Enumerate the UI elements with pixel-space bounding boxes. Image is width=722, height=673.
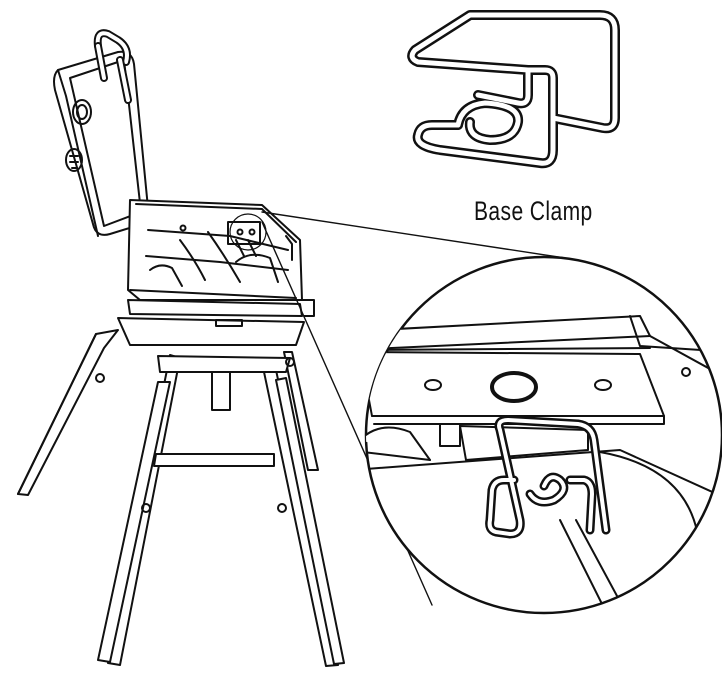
grill-illustration xyxy=(17,29,345,667)
grill-lid xyxy=(53,29,150,237)
base-clamp-label: Base Clamp xyxy=(474,196,593,226)
grill-legs xyxy=(17,329,345,667)
detail-magnifier xyxy=(364,255,722,615)
base-clamp-illustration xyxy=(407,10,620,169)
grill-body xyxy=(117,199,315,346)
